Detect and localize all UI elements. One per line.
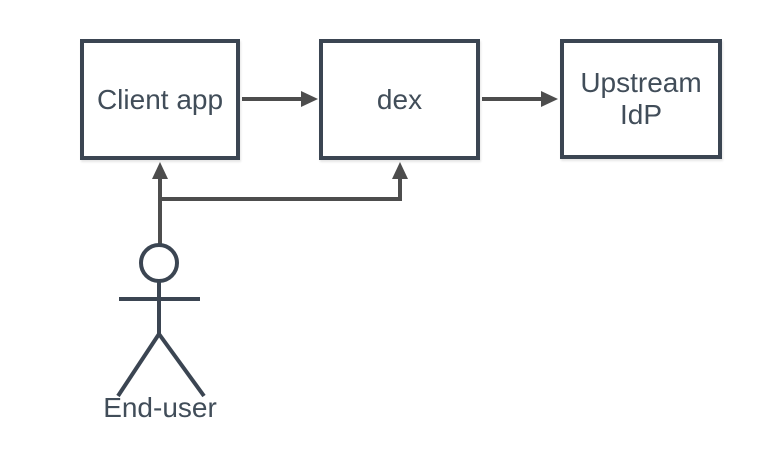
actor-end-user-label: End-user: [103, 392, 217, 423]
arrowhead-up-icon: [392, 162, 408, 179]
stick-figure-head: [139, 243, 179, 283]
node-upstream-idp: Upstream IdP: [560, 39, 722, 159]
node-dex-label: dex: [376, 83, 423, 115]
arrowhead-right-icon: [541, 91, 558, 107]
stick-figure-right-leg: [157, 332, 206, 398]
edge-end-user-to-dex: [160, 162, 408, 201]
edge-end-user-to-client-app: [152, 162, 168, 246]
edge-dex-to-upstream-idp: [482, 91, 558, 107]
node-dex: dex: [319, 39, 480, 160]
stick-figure-left-leg: [116, 332, 161, 398]
arrowhead-right-icon: [301, 91, 318, 107]
arrowhead-up-icon: [152, 162, 168, 179]
node-client-app-label: Client app: [96, 83, 224, 115]
edge-client-app-to-dex: [242, 91, 318, 107]
edge-line: [160, 178, 402, 201]
node-upstream-idp-label: Upstream IdP: [580, 67, 702, 130]
end-user-figure: [116, 243, 206, 398]
node-client-app: Client app: [80, 39, 240, 160]
